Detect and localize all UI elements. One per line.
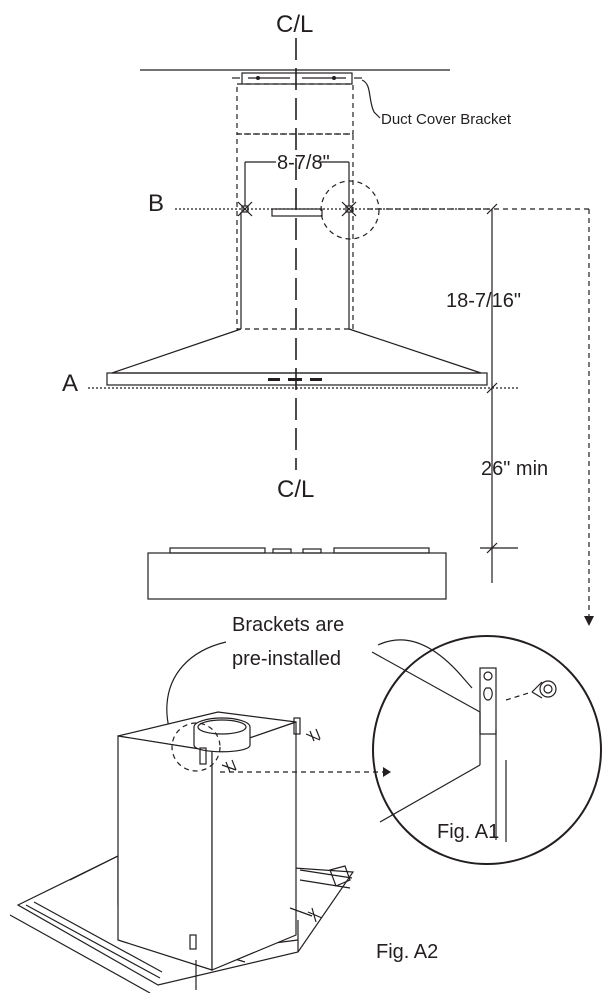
detail-circle-marker [320, 180, 380, 240]
reference-label-a: A [62, 370, 78, 397]
detail-circle-a1 [372, 635, 602, 865]
center-line-label-mid: C/L [277, 476, 314, 503]
wall-bracket-detail [371, 651, 557, 842]
range-hood-canopy [106, 328, 488, 386]
hood-isometric-view [9, 711, 355, 993]
center-line-label-top: C/L [276, 11, 313, 38]
width-dimension [244, 161, 350, 206]
brackets-callout-leader [377, 639, 473, 689]
lower-duct-cover [236, 133, 354, 330]
detail-circle-marker-a2 [171, 722, 221, 772]
width-dimension-label: 8-7/8" [277, 152, 330, 174]
brackets-note-line2: pre-installed [232, 648, 341, 670]
fig-a1-label: Fig. A1 [437, 821, 499, 843]
reference-label-b: B [148, 190, 164, 217]
detail-leader-arrow [584, 616, 594, 626]
mounting-point-right [341, 201, 357, 217]
fig-a2-label: Fig. A2 [376, 941, 438, 963]
upper-duct-cover [236, 83, 354, 135]
cooktop [147, 547, 447, 600]
detail-leader-a2-arrow [383, 767, 391, 777]
mounting-point-left [237, 201, 253, 217]
duct-cover-bracket-label: Duct Cover Bracket [381, 111, 512, 128]
brackets-note-line1: Brackets are [232, 614, 344, 636]
duct-cover-bracket [232, 72, 381, 119]
mounting-rail [271, 208, 323, 217]
clearance-dimension-label: 26" min [481, 458, 548, 480]
height-dimension-label: 18-7/16" [446, 290, 521, 312]
